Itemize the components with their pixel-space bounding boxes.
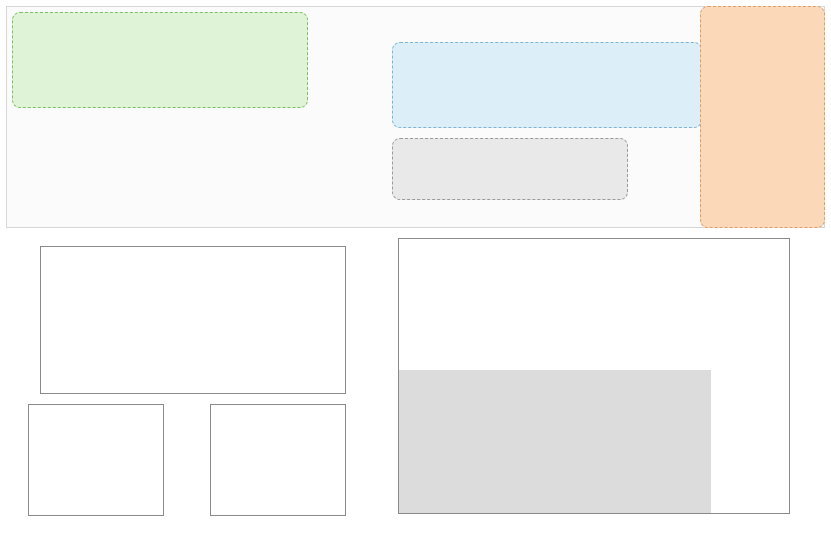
panel-b-comb-spectrum [40, 246, 346, 394]
panel-e-shaded-area [399, 370, 711, 513]
panel-e-phase-noise [398, 238, 790, 514]
microcomb-group [392, 42, 702, 128]
panel-d-beat-note [210, 404, 346, 516]
ofd-error-signal-group [700, 6, 825, 228]
rf-synthesis-group [392, 138, 628, 200]
pdh-locking-group [12, 12, 308, 108]
panel-c-beat-note [28, 404, 164, 516]
